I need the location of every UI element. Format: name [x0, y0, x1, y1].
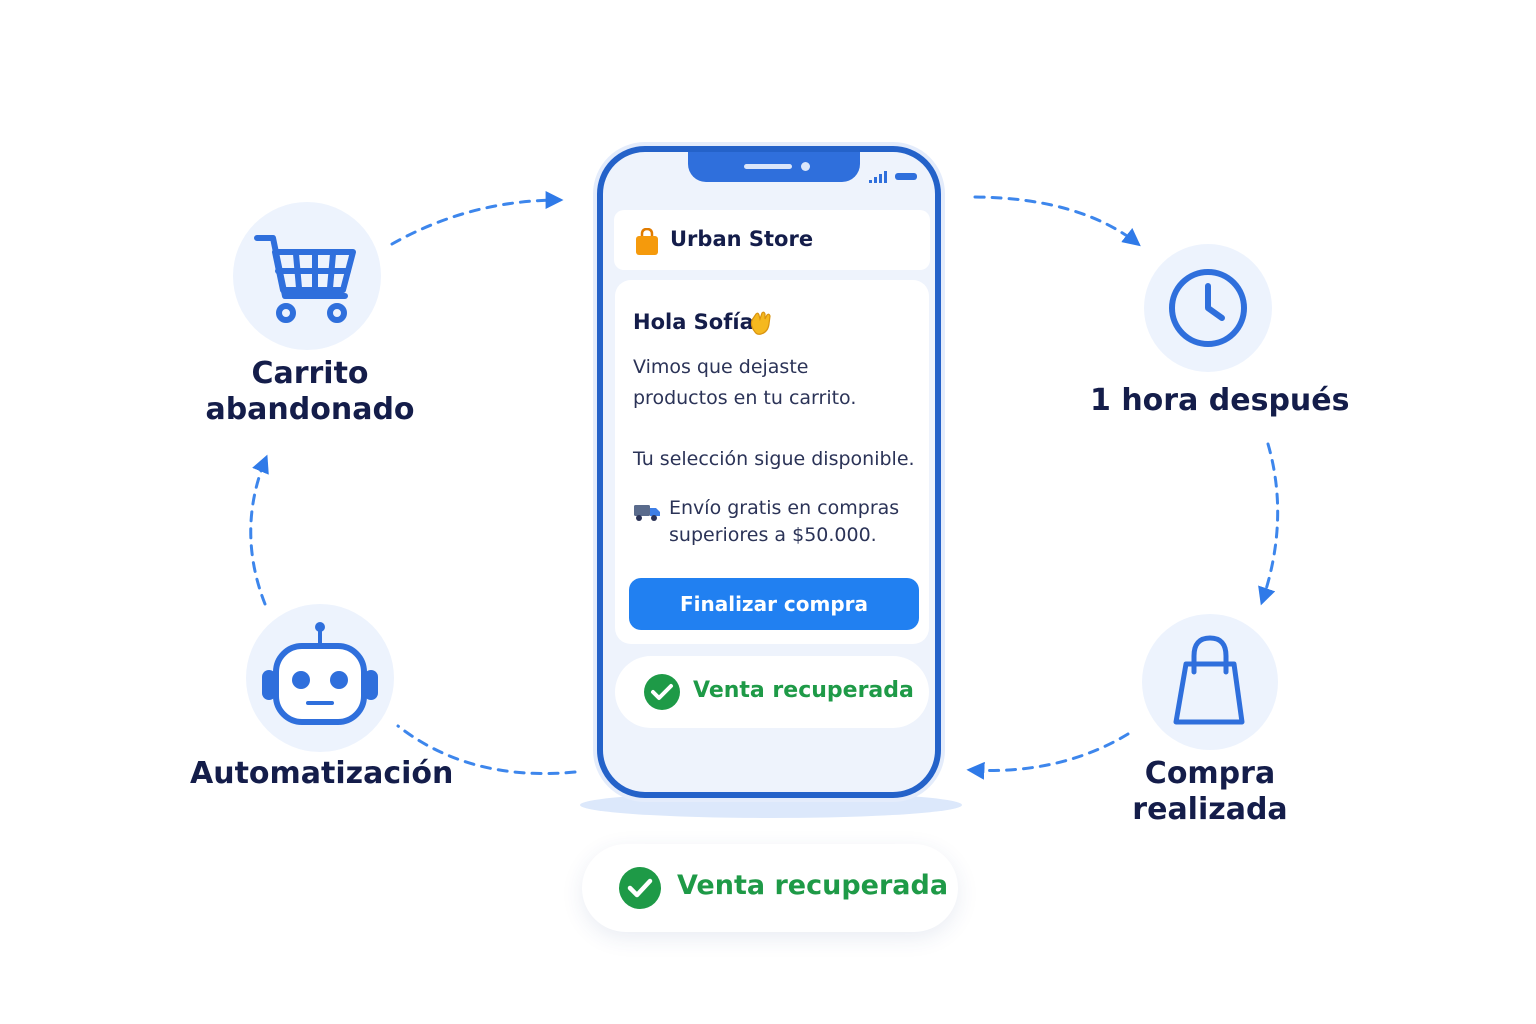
- purchase-step-circle: [1142, 614, 1278, 750]
- wait-step-label: 1 hora después: [1090, 383, 1350, 418]
- store-name: Urban Store: [670, 227, 814, 251]
- automation-step-circle: [246, 604, 394, 752]
- shipping-line-2: superiores a $50.000.: [669, 524, 877, 546]
- finalize-purchase-button[interactable]: Finalizar compra: [629, 578, 919, 630]
- purchase-step-label-line1: Compra: [1144, 756, 1276, 791]
- cart-icon: [254, 235, 356, 323]
- message-card: Hola Sofía Vimos que dejaste productos e…: [615, 280, 929, 644]
- arrow-phone-to-automation: [396, 724, 577, 776]
- cart-step-label-line1: Carrito: [251, 356, 369, 391]
- arrow-cart-to-phone: [390, 191, 564, 246]
- recovered-status-card: Venta recuperada: [615, 656, 929, 728]
- phone-camera: [801, 162, 810, 171]
- phone-notch: [688, 152, 860, 182]
- result-badge-label: Venta recuperada: [677, 870, 949, 901]
- battery-icon: [895, 173, 917, 180]
- shipping-text: Envío gratis en compras superiores a $50…: [669, 495, 899, 549]
- check-circle-icon: [619, 867, 661, 909]
- phone-mockup: Urban Store Hola Sofía Vimos que dejaste…: [597, 146, 941, 798]
- check-circle-icon: [644, 674, 680, 710]
- shopping-bag-icon: [636, 228, 658, 255]
- automation-step-label: Automatización: [190, 756, 454, 791]
- greeting-text: Hola Sofía: [633, 310, 754, 334]
- waving-hand-icon: [750, 311, 771, 335]
- purchase-step-label: Compra realizada: [1110, 756, 1310, 828]
- message-line-2: productos en tu carrito.: [633, 387, 857, 409]
- robot-icon: [262, 622, 378, 725]
- shopping-bag-icon: [1173, 635, 1245, 725]
- clock-icon: [1169, 269, 1247, 347]
- arrow-wait-to-purchase: [1258, 442, 1280, 606]
- truck-icon: [634, 505, 660, 521]
- arrow-phone-to-wait: [973, 195, 1141, 247]
- recovered-status-label: Venta recuperada: [693, 678, 914, 703]
- cart-step-label-line2: abandonado: [205, 392, 415, 427]
- cart-step-circle: [233, 202, 381, 350]
- arrow-automation-to-cart: [249, 454, 269, 606]
- phone-speaker: [744, 164, 792, 169]
- wait-step-circle: [1144, 244, 1272, 372]
- signal-icon: [869, 171, 887, 183]
- shipping-line-1: Envío gratis en compras: [669, 497, 900, 519]
- message-line-3: Tu selección sigue disponible.: [633, 448, 915, 470]
- purchase-step-label-line2: realizada: [1132, 792, 1288, 827]
- store-header: Urban Store: [614, 210, 930, 270]
- cart-step-label: Carrito abandonado: [196, 356, 424, 428]
- message-line-1: Vimos que dejaste: [633, 356, 809, 378]
- arrow-purchase-to-phone: [966, 732, 1130, 780]
- result-badge: Venta recuperada: [582, 844, 958, 932]
